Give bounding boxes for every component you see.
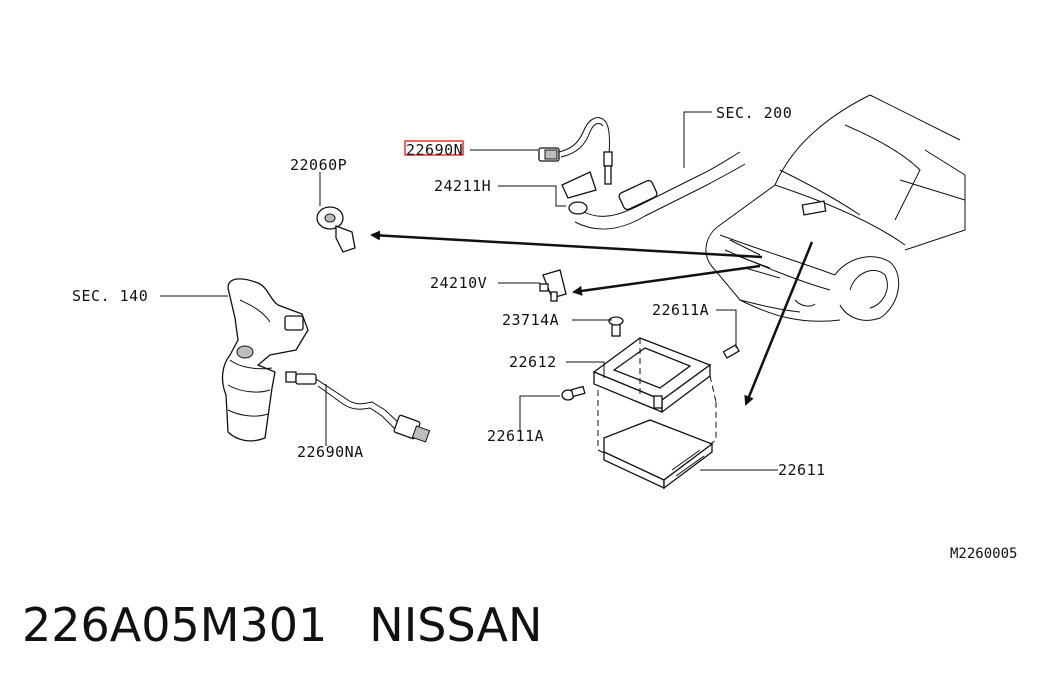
label-22690n-suffix: N <box>454 141 464 159</box>
upper-o2-sensor <box>538 117 613 185</box>
location-arrows <box>370 230 814 406</box>
label-sec-140[interactable]: SEC. 140 <box>72 287 148 305</box>
parts-diagram: SEC. 200 22690N 22060P 24211H 24210V SEC… <box>72 94 1017 562</box>
label-24211h[interactable]: 24211H <box>434 177 491 195</box>
highlight-box <box>404 140 464 156</box>
diagram-reference: M2260005 <box>950 546 1017 562</box>
label-22612[interactable]: 22612 <box>509 353 557 371</box>
label-23714a[interactable]: 23714A <box>502 311 559 329</box>
label-22611a-bottom[interactable]: 22611A <box>487 427 544 445</box>
catalytic-converter <box>221 278 309 442</box>
label-24210v[interactable]: 24210V <box>430 274 487 292</box>
label-22611[interactable]: 22611 <box>778 461 826 479</box>
bracket-24210v <box>539 269 567 302</box>
leader-lines <box>160 111 778 471</box>
label-22690na[interactable]: 22690NA <box>297 443 364 461</box>
label-22690n[interactable]: 22690N <box>406 141 463 159</box>
ecm-assembly <box>561 316 740 490</box>
car-illustration <box>705 94 966 322</box>
label-sec-200[interactable]: SEC. 200 <box>716 104 792 122</box>
footer-caption: 226A05M301 NISSAN <box>22 598 542 652</box>
label-22611a-top[interactable]: 22611A <box>652 301 709 319</box>
label-22060p[interactable]: 22060P <box>290 156 347 174</box>
lower-o2-sensor <box>285 371 431 443</box>
brand-name: NISSAN <box>369 598 543 652</box>
front-exhaust-pipe <box>561 151 746 230</box>
label-22690n-prefix: 22690 <box>406 141 454 159</box>
part-number: 226A05M301 <box>22 598 328 652</box>
knock-sensor <box>316 206 356 253</box>
